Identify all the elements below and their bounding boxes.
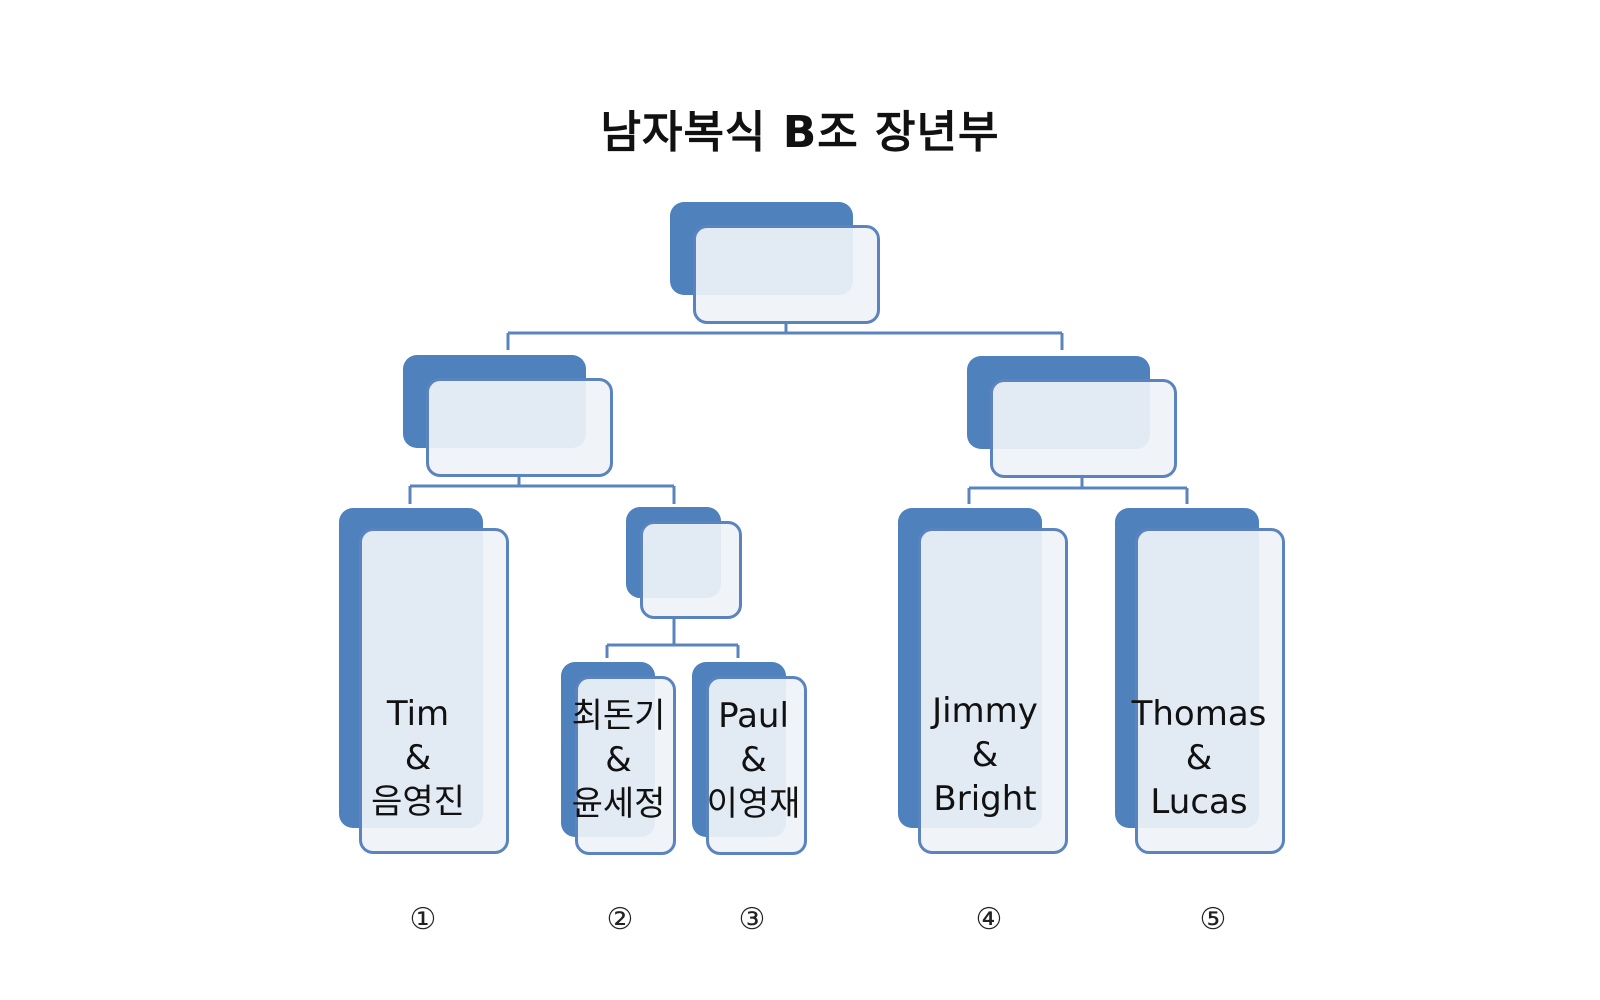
team-player1: Tim	[386, 694, 450, 734]
team-player2: Lucas	[1150, 782, 1248, 822]
team-box-3: Paul & 이영재	[692, 662, 807, 855]
team-player2: 이영재	[706, 784, 801, 824]
team-label-2: 최돈기 & 윤세정	[561, 694, 676, 826]
diagram-title: 남자복식 B조 장년부	[600, 107, 1000, 158]
team-player1: Paul	[718, 696, 789, 736]
team-player2: Bright	[933, 779, 1037, 819]
team-box-2: 최돈기 & 윤세정	[561, 662, 676, 855]
team-box-5: Thomas & Lucas	[1115, 508, 1285, 854]
team-player1: Thomas	[1131, 694, 1267, 734]
team-label-4: Jimmy & Bright	[906, 689, 1064, 821]
connector-prelim	[605, 616, 740, 658]
team-joiner: &	[1185, 738, 1213, 778]
team-number-4: ④	[975, 902, 1003, 937]
team-box-4: Jimmy & Bright	[898, 508, 1068, 854]
connector-final	[506, 322, 1064, 350]
left-semifinal-box	[403, 355, 613, 477]
team-number-2: ②	[606, 902, 634, 937]
team-label-5: Thomas & Lucas	[1120, 692, 1278, 824]
team-number-3: ③	[738, 902, 766, 937]
team-joiner: &	[971, 735, 999, 775]
team-joiner: &	[605, 740, 632, 780]
team-box-1: Tim & 음영진	[339, 508, 509, 854]
team-number-5: ⑤	[1199, 902, 1227, 937]
team-player1: Jimmy	[932, 691, 1038, 731]
team-label-3: Paul & 이영재	[696, 694, 811, 826]
team-player2: 음영진	[371, 782, 465, 822]
connector-left-semi	[408, 474, 676, 504]
right-semifinal-box	[967, 356, 1177, 478]
team-player1: 최돈기	[571, 696, 666, 736]
team-joiner: &	[740, 740, 767, 780]
team-label-1: Tim & 음영진	[339, 692, 497, 824]
team-number-1: ①	[409, 902, 437, 937]
team-joiner: &	[404, 738, 432, 778]
connector-right-semi	[967, 474, 1189, 504]
team-player2: 윤세정	[571, 784, 666, 824]
preliminary-match-box	[626, 507, 742, 619]
final-match-box	[670, 202, 880, 324]
